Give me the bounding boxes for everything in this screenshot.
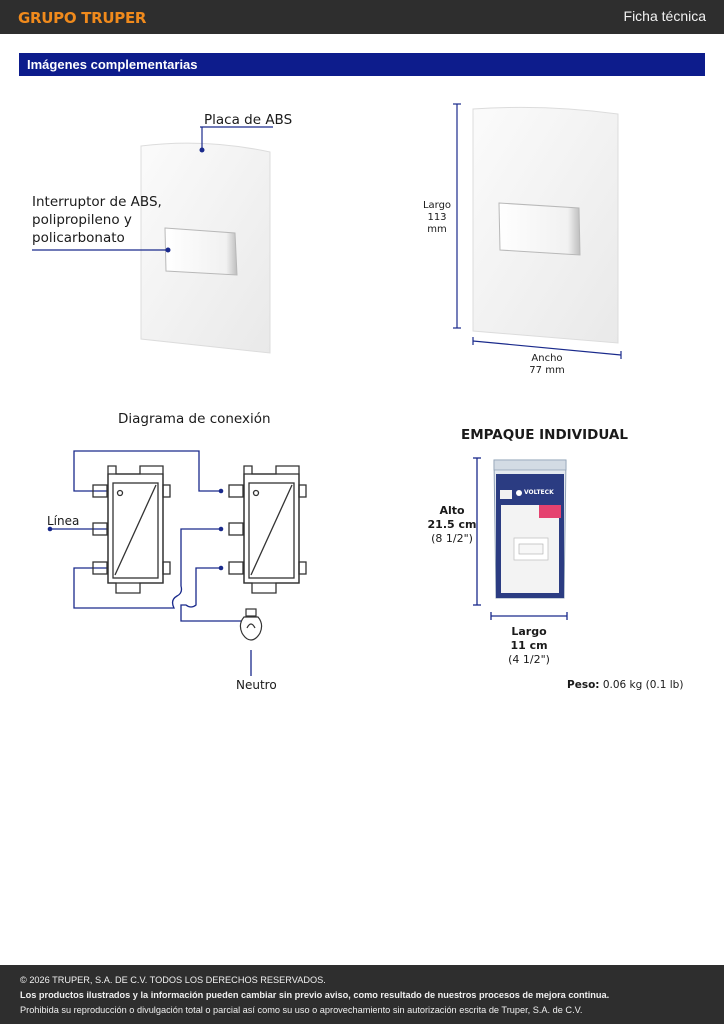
brand-logo: GRUPO TRUPER: [18, 9, 147, 27]
weight-label: Peso:: [567, 679, 600, 691]
length-label: Largo: [422, 200, 452, 211]
switch-label-line1: Interruptor de ABS,: [32, 194, 162, 210]
dimension-rocker: [498, 202, 581, 256]
switch-symbol-2: [228, 465, 307, 594]
sheet-title: Ficha técnica: [623, 8, 706, 24]
section-header: Imágenes complementarias: [19, 53, 705, 76]
packaging-title: EMPAQUE INDIVIDUAL: [461, 427, 628, 443]
package-brand: VOLTECK: [524, 489, 554, 496]
connection-diagram: [47, 450, 307, 676]
weight-row: Peso: 0.06 kg (0.1 lb): [567, 679, 683, 691]
package-length-imperial: (4 1/2"): [508, 653, 550, 666]
length-value: 113 mm: [427, 212, 447, 235]
footer-prohibition: Prohibida su reproducción o divulgación …: [20, 1005, 583, 1015]
dimension-image: [453, 103, 622, 359]
width-value: 77 mm: [529, 365, 565, 376]
product-image: [32, 126, 273, 354]
package-height-label: Alto: [439, 504, 465, 517]
footer: © 2026 TRUPER, S.A. DE C.V. TODOS LOS DE…: [0, 965, 724, 1024]
plate-label: Placa de ABS: [204, 112, 293, 128]
neutral-label: Neutro: [236, 678, 277, 692]
switch-label-line2: polipropileno y: [32, 212, 132, 228]
bulb-symbol: [239, 608, 263, 641]
top-header-bar: GRUPO TRUPER Ficha técnica: [0, 0, 724, 34]
footer-notice: Los productos ilustrados y la informació…: [20, 990, 610, 1000]
package-length-label: Largo: [511, 625, 547, 638]
line-label: Línea: [47, 514, 80, 528]
package-length-value: 11 cm: [510, 639, 548, 652]
width-label: Ancho: [531, 353, 563, 364]
switch-symbol-1: [92, 465, 171, 594]
package-height-imperial: (8 1/2"): [431, 532, 473, 545]
packaging-image: [473, 457, 568, 620]
diagram-title: Diagrama de conexión: [118, 411, 271, 427]
section-title: Imágenes complementarias: [27, 57, 198, 72]
package-height-value: 21.5 cm: [427, 518, 477, 531]
switch-rocker: [164, 227, 238, 276]
weight-value: 0.06 kg (0.1 lb): [602, 679, 684, 691]
footer-copyright: © 2026 TRUPER, S.A. DE C.V. TODOS LOS DE…: [20, 975, 326, 985]
switch-label-line3: policarbonato: [32, 230, 125, 246]
